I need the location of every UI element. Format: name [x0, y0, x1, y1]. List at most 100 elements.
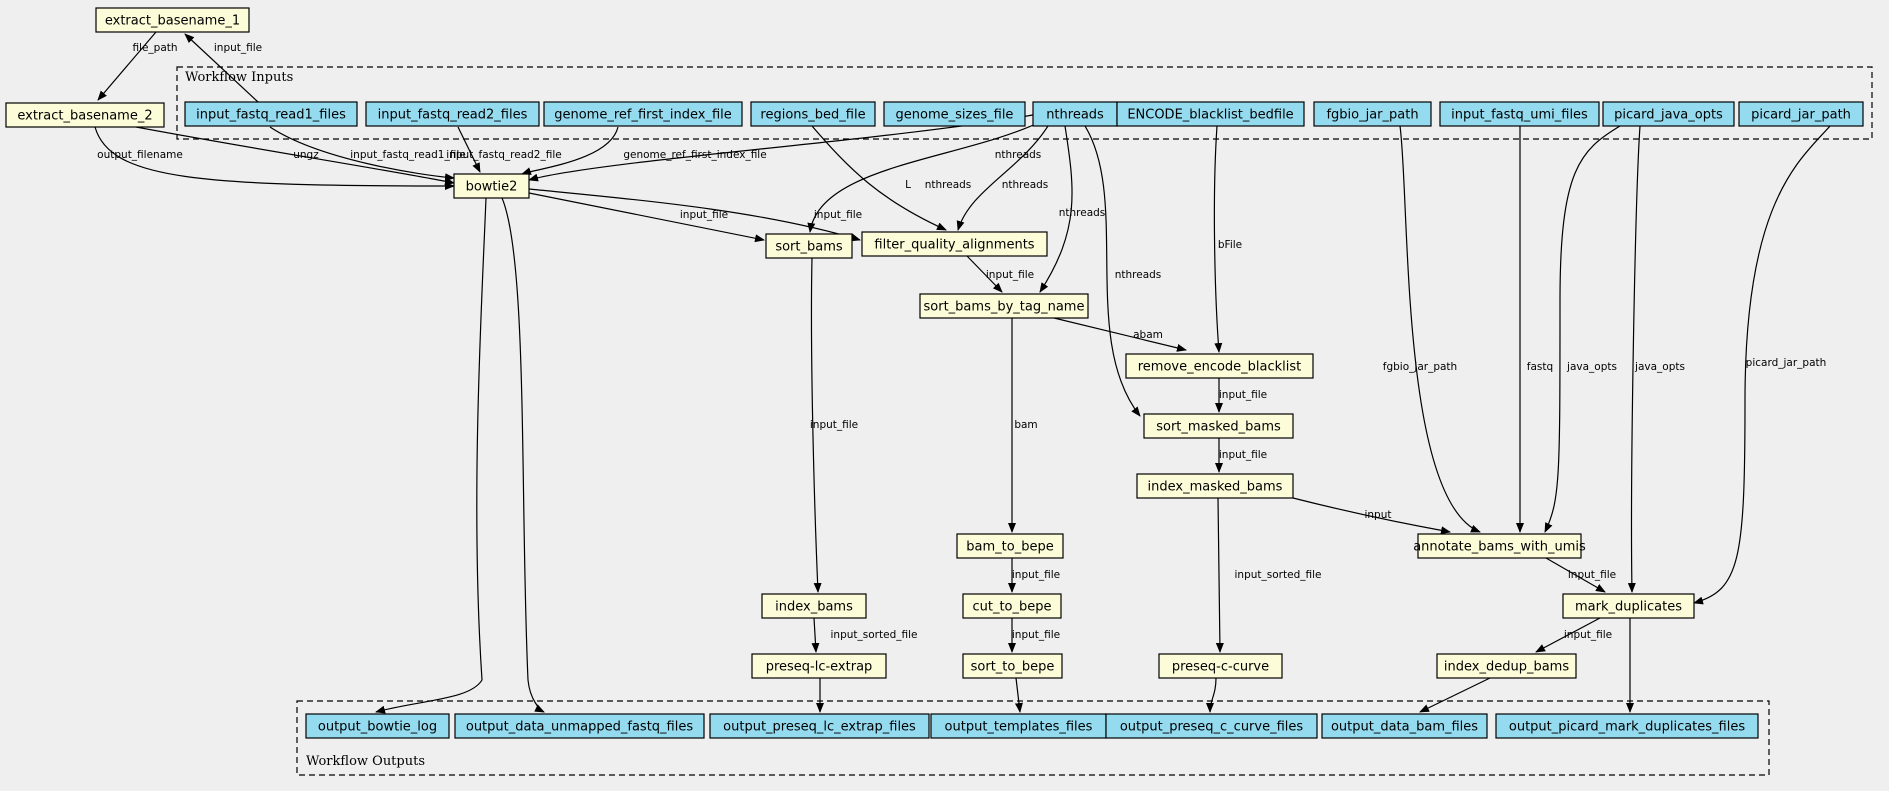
- node-genome-sizes-file[interactable]: genome_sizes_file: [883, 101, 1026, 127]
- edge-line: [135, 126, 455, 186]
- edge-index_dedup_bams-to-output_data_bam_files: [1419, 677, 1491, 713]
- node-cut-to-bepe[interactable]: cut_to_bepe: [962, 593, 1062, 619]
- node-label: annotate_bams_with_umis: [1413, 540, 1586, 555]
- edge-label: input_fastq_read1_file: [350, 149, 465, 161]
- node-box: [1116, 101, 1305, 127]
- node-label: filter_quality_alignments: [874, 238, 1034, 253]
- node-box: [1136, 473, 1294, 499]
- edge-nthreads-to-sort_bams_by_tag_name: nthreads: [1039, 125, 1106, 293]
- edge-label: fastq: [1527, 361, 1553, 373]
- edge-extract_basename_2-to-bowtie2: output_filename: [94, 126, 455, 190]
- edge-index_masked_bams-to-preseq_c_curve: input_sorted_file: [1215, 497, 1321, 653]
- node-label: input_fastq_read1_files: [196, 108, 346, 123]
- edge-cut_to_bepe-to-sort_to_bepe: input_file: [1008, 618, 1060, 653]
- edge-line: [1014, 677, 1023, 713]
- node-label: bam_to_bepe: [966, 540, 1053, 555]
- node-preseq-c-curve[interactable]: preseq-c-curve: [1158, 653, 1283, 679]
- node-sort-masked-bams[interactable]: sort_masked_bams: [1143, 413, 1294, 439]
- edge-label: nthreads: [1059, 207, 1106, 219]
- node-sort-to-bepe[interactable]: sort_to_bepe: [962, 653, 1063, 679]
- node-box: [1321, 713, 1488, 739]
- edge-sort_to_bepe-to-output_templates_files: [1014, 677, 1023, 713]
- edge-label: input_file: [810, 419, 858, 431]
- edge-line: [501, 197, 545, 713]
- node-box: [1495, 713, 1759, 739]
- node-box: [305, 713, 450, 739]
- node-bam-to-bepe[interactable]: bam_to_bepe: [956, 533, 1064, 559]
- edge-preseq_c_curve-to-output_preseq_c_curve_files: [1206, 677, 1217, 713]
- node-bowtie2[interactable]: bowtie2: [453, 173, 530, 199]
- edge-label: bFile: [1218, 239, 1242, 251]
- node-output-picard-mark-duplicates-files[interactable]: output_picard_mark_duplicates_files: [1495, 713, 1759, 739]
- node-regions-bed-file[interactable]: regions_bed_file: [750, 101, 876, 127]
- node-box: [543, 101, 743, 127]
- node-label: output_templates_files: [945, 720, 1093, 735]
- node-extract-basename-2[interactable]: extract_basename_2: [5, 102, 165, 128]
- node-fgbio-jar-path[interactable]: fgbio_jar_path: [1313, 101, 1432, 127]
- node-label: regions_bed_file: [760, 108, 865, 123]
- node-output-preseq-c-curve-files[interactable]: output_preseq_c_curve_files: [1105, 713, 1318, 739]
- node-index-masked-bams[interactable]: index_masked_bams: [1136, 473, 1294, 499]
- node-mark-duplicates[interactable]: mark_duplicates: [1562, 593, 1695, 619]
- edge-label: nthreads: [1115, 269, 1162, 281]
- edge-picard_java_opts-to-annotate_bams_with_umis: java_opts: [1544, 125, 1621, 533]
- node-box: [1143, 413, 1294, 439]
- edge-label: bam: [1014, 419, 1037, 431]
- node-input-fastq-umi-files[interactable]: input_fastq_umi_files: [1439, 101, 1600, 127]
- edge-regions_bed_file-to-filter_quality_alignments: L: [811, 125, 947, 231]
- node-box: [861, 231, 1048, 257]
- node-label: preseq-lc-extrap: [766, 660, 873, 675]
- node-box: [956, 533, 1064, 559]
- node-index-dedup-bams[interactable]: index_dedup_bams: [1436, 653, 1577, 679]
- node-label: picard_java_opts: [1614, 108, 1723, 123]
- node-output-data-bam-files[interactable]: output_data_bam_files: [1321, 713, 1488, 739]
- node-ENCODE-blacklist-bedfile[interactable]: ENCODE_blacklist_bedfile: [1116, 101, 1305, 127]
- edge-label: input_file: [814, 209, 862, 221]
- node-extract-basename-1[interactable]: extract_basename_1: [95, 7, 250, 33]
- node-label: output_data_unmapped_fastq_files: [466, 720, 693, 735]
- edge-line: [269, 126, 455, 182]
- node-nthreads[interactable]: nthreads: [1032, 101, 1118, 127]
- node-box: [95, 7, 250, 33]
- node-box: [1439, 101, 1600, 127]
- node-label: remove_encode_blacklist: [1138, 360, 1302, 375]
- node-box: [365, 101, 540, 127]
- node-remove-encode-blacklist[interactable]: remove_encode_blacklist: [1125, 353, 1314, 379]
- edge-extract_basename_2-to-bowtie2: ungz: [135, 126, 455, 186]
- edge-bowtie2-to-filter_quality_alignments: input_file: [528, 188, 862, 242]
- node-box: [883, 101, 1026, 127]
- node-label: genome_sizes_file: [896, 108, 1014, 123]
- node-genome-ref-first-index-file[interactable]: genome_ref_first_index_file: [543, 101, 743, 127]
- node-output-templates-files[interactable]: output_templates_files: [930, 713, 1107, 739]
- edge-label: input_file: [1219, 389, 1267, 401]
- edge-label: fgbio_jar_path: [1383, 361, 1457, 373]
- node-box: [919, 293, 1089, 319]
- node-output-data-unmapped-fastq-files[interactable]: output_data_unmapped_fastq_files: [454, 713, 705, 739]
- node-filter-quality-alignments[interactable]: filter_quality_alignments: [861, 231, 1048, 257]
- node-output-bowtie-log[interactable]: output_bowtie_log: [305, 713, 450, 739]
- workflow-inputs-cluster: [176, 66, 1873, 140]
- edge-line: [528, 192, 765, 243]
- workflow-outputs-label: Workflow Outputs: [306, 754, 425, 769]
- node-index-bams[interactable]: index_bams: [761, 593, 867, 619]
- node-sort-bams[interactable]: sort_bams: [765, 233, 853, 259]
- node-preseq-lc-extrap[interactable]: preseq-lc-extrap: [751, 653, 887, 679]
- node-input-fastq-read1-files[interactable]: input_fastq_read1_files: [184, 101, 358, 127]
- node-sort-bams-by-tag-name[interactable]: sort_bams_by_tag_name: [919, 293, 1089, 319]
- node-annotate-bams-with-umis[interactable]: annotate_bams_with_umis: [1413, 533, 1586, 559]
- edge-line: [956, 125, 1049, 231]
- edge-line: [1399, 125, 1481, 533]
- node-picard-java-opts[interactable]: picard_java_opts: [1602, 101, 1735, 127]
- edge-input_fastq_read1_files-to-extract_basename_1: input_file: [184, 33, 262, 103]
- node-output-preseq-lc-extrap-files[interactable]: output_preseq_lc_extrap_files: [709, 713, 930, 739]
- node-box: [1436, 653, 1577, 679]
- node-label: output_preseq_c_curve_files: [1120, 720, 1304, 735]
- node-label: index_bams: [775, 600, 853, 615]
- node-box: [765, 233, 853, 259]
- node-input-fastq-read2-files[interactable]: input_fastq_read2_files: [365, 101, 540, 127]
- node-box: [930, 713, 1107, 739]
- edge-picard_jar_path-to-mark_duplicates: picard_jar_path: [1693, 125, 1831, 605]
- node-picard-jar-path[interactable]: picard_jar_path: [1738, 101, 1864, 127]
- edge-label: input_file: [1219, 449, 1267, 461]
